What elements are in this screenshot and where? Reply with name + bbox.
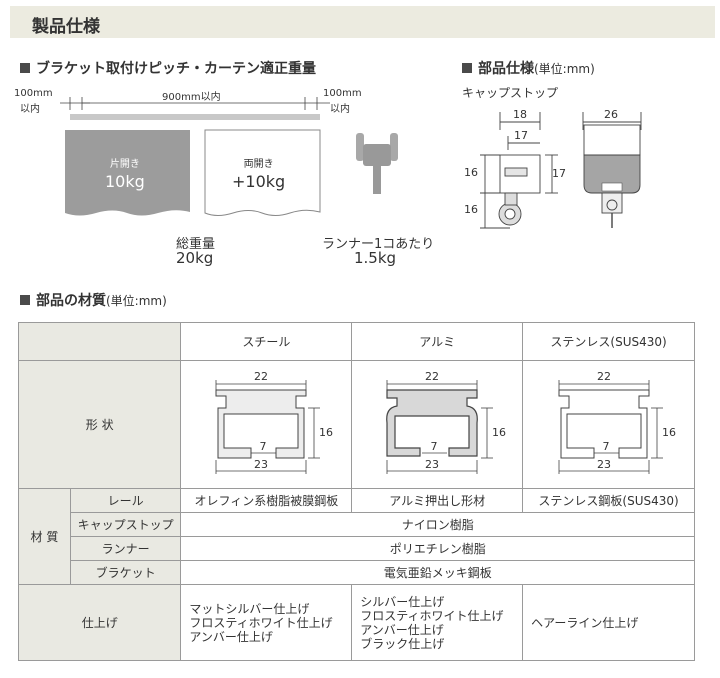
svg-text:16: 16	[319, 426, 333, 439]
capstop-label: キャップストップ	[462, 86, 559, 100]
svg-text:23: 23	[597, 458, 611, 471]
svg-text:16: 16	[492, 426, 506, 439]
bracket-row-label: ブラケット	[69, 560, 182, 585]
runner-icon	[356, 133, 398, 194]
page-title: 製品仕様	[32, 17, 100, 37]
dim-16-upper: 16	[464, 166, 478, 179]
svg-text:23: 23	[425, 458, 439, 471]
bracket-value: 電気亜鉛メッキ鋼板	[180, 560, 695, 585]
capstop-value: ナイロン樹脂	[180, 512, 695, 537]
dim-17-side: 17	[552, 167, 566, 180]
table-header-row: スチール アルミ ステンレス(SUS430)	[17, 322, 695, 361]
dim-left-sub: 以内	[20, 104, 40, 115]
finish-alumi-item: シルバー仕上げ	[360, 594, 445, 609]
shape-steel-cell: 22 16 7 23	[180, 360, 353, 489]
capstop-row: キャップストップ ナイロン樹脂	[19, 512, 695, 537]
shape-label: 形 状	[17, 360, 182, 489]
parts-section-heading: 部品仕様(単位:mm)	[462, 58, 595, 78]
finish-alumi-item: アンバー仕上げ	[360, 622, 444, 637]
total-weight-value: 20kg	[176, 249, 214, 267]
finish-stainless-item: ヘアーライン仕上げ	[531, 615, 639, 630]
dim-right-value: 100mm	[323, 88, 362, 99]
finish-steel-item: フロスティホワイト仕上げ	[189, 615, 333, 630]
rail-alumi-value: アルミ押出し形材	[351, 488, 524, 513]
shape-stainless-cell: 22 16 7 23	[522, 360, 695, 489]
rail-profile-alumi: 22 16 7 23	[386, 370, 506, 474]
shape-alumi-cell: 22 16 7 23	[351, 360, 524, 489]
dim-right-sub: 以内	[330, 104, 350, 115]
square-bullet-icon	[462, 63, 472, 73]
runner-weight-label: ランナー1コあたり	[322, 237, 435, 252]
curtain-double-shape	[204, 129, 321, 216]
finish-steel-cell: マットシルバー仕上げ フロスティホワイト仕上げ アンバー仕上げ	[180, 584, 353, 661]
shape-row: 形 状 22 16 7 23	[17, 360, 695, 489]
svg-text:22: 22	[597, 370, 611, 383]
dim-26: 26	[604, 108, 618, 121]
dim-center: 900mm以内	[162, 92, 221, 103]
total-weight-label: 総重量	[176, 237, 216, 252]
runner-value: ポリエチレン樹脂	[180, 536, 695, 561]
runner-row: ランナー ポリエチレン樹脂	[19, 536, 695, 561]
bracket-row: ブラケット 電気亜鉛メッキ鋼板	[19, 560, 695, 585]
square-bullet-icon	[20, 295, 30, 305]
svg-text:22: 22	[254, 370, 268, 383]
material-label: 材 質	[18, 488, 71, 585]
col-header-steel: スチール	[180, 322, 353, 361]
svg-text:7: 7	[602, 440, 609, 453]
panel-single-label: 片開き 10kg	[105, 159, 145, 191]
panel-double-label: 両開き +10kg	[232, 159, 286, 191]
header-empty-cell	[17, 322, 182, 361]
bracket-section-heading: ブラケット取付けピッチ・カーテン適正重量	[20, 58, 316, 78]
finish-alumi-item: ブラック仕上げ	[360, 636, 445, 651]
rail-label: レール	[69, 488, 182, 513]
curtain-weight-diagram	[60, 97, 642, 229]
rail-profile-stainless: 22 16 7 23	[558, 370, 676, 474]
dim-18: 18	[513, 108, 527, 121]
rail-profile-steel: 22 16 7 23	[215, 370, 333, 474]
rail-steel-value: オレフィン系樹脂被膜鋼板	[180, 488, 353, 513]
dim-17-top: 17	[514, 129, 528, 142]
rail-row: 材 質 レール オレフィン系樹脂被膜鋼板 アルミ押出し形材 ステンレス鋼板(SU…	[18, 488, 695, 585]
capstop-row-label: キャップストップ	[69, 512, 182, 537]
rail-bar	[70, 114, 320, 120]
finish-label: 仕上げ	[17, 584, 182, 661]
capstop-drawing-front	[582, 112, 642, 228]
col-header-stainless: ステンレス(SUS430)	[522, 322, 695, 361]
finish-steel-item: アンバー仕上げ	[189, 629, 273, 644]
dim-left-value: 100mm	[14, 88, 53, 99]
runner-weight-value: 1.5kg	[354, 249, 397, 267]
finish-steel-item: マットシルバー仕上げ	[189, 601, 310, 616]
svg-text:7: 7	[431, 440, 438, 453]
runner-row-label: ランナー	[69, 536, 182, 561]
material-spec-table: スチール アルミ ステンレス(SUS430) 形 状 22 16 7 23	[17, 322, 695, 661]
square-bullet-icon	[20, 63, 30, 73]
svg-text:7: 7	[260, 440, 267, 453]
finish-row: 仕上げ マットシルバー仕上げ フロスティホワイト仕上げ アンバー仕上げ シルバー…	[17, 584, 695, 661]
curtain-single-shape	[65, 130, 190, 216]
svg-text:16: 16	[662, 426, 676, 439]
svg-text:22: 22	[425, 370, 439, 383]
finish-alumi-cell: シルバー仕上げ フロスティホワイト仕上げ アンバー仕上げ ブラック仕上げ	[351, 584, 524, 661]
svg-text:23: 23	[254, 458, 268, 471]
dimension-lines	[60, 97, 330, 110]
col-header-alumi: アルミ	[351, 322, 524, 361]
rail-stainless-value: ステンレス鋼板(SUS430)	[522, 488, 695, 513]
dim-16-lower: 16	[464, 203, 478, 216]
material-section-heading: 部品の材質(単位:mm)	[20, 290, 167, 310]
finish-stainless-cell: ヘアーライン仕上げ	[522, 584, 695, 661]
page-title-bar: 製品仕様	[10, 6, 715, 38]
capstop-drawing-side	[480, 112, 558, 229]
finish-alumi-item: フロスティホワイト仕上げ	[360, 608, 504, 623]
